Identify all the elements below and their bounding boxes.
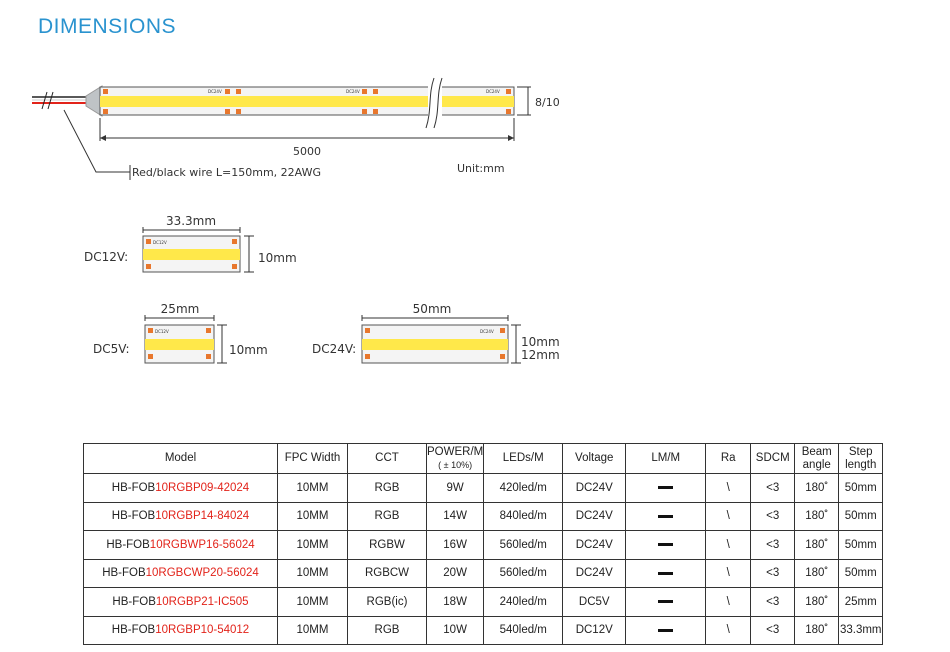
spec-table: Model FPC Width CCT POWER/M( ± 10%) LEDs… xyxy=(83,443,884,645)
dash-icon xyxy=(658,628,674,632)
wire-label: Red/black wire L=150mm, 22AWG xyxy=(132,166,321,179)
unit-label: Unit:mm xyxy=(457,162,505,175)
svg-text:DC24V: DC24V xyxy=(480,329,494,334)
page-title: DIMENSIONS xyxy=(38,15,177,38)
dc12v-voltage-label: DC12V: xyxy=(84,250,128,264)
table-row: HB-FOB10RGBP21-IC505 10MM RGB(ic) 18W 24… xyxy=(83,587,884,617)
dash-icon xyxy=(658,514,674,518)
table-row: HB-FOB10RGBWP16-56024 10MM RGBW 16W 560l… xyxy=(83,530,884,560)
dc12v-segment: 33.3mm DC12V DC12V: 10mm xyxy=(84,214,297,273)
table-row: HB-FOB10RGBP09-42024 10MM RGB 9W 420led/… xyxy=(83,473,884,503)
led-line xyxy=(100,96,514,107)
dc5v-voltage-label: DC5V: xyxy=(93,342,130,356)
header-fpc-width: FPC Width xyxy=(277,443,348,474)
strip-mark-2: DC24V xyxy=(346,89,360,94)
svg-text:DC12V: DC12V xyxy=(155,329,169,334)
table-header-row: Model FPC Width CCT POWER/M( ± 10%) LEDs… xyxy=(83,443,884,474)
model-cell: HB-FOB10RGBWP16-56024 xyxy=(83,530,278,560)
svg-text:DC12V: DC12V xyxy=(153,240,167,245)
header-leds: LEDs/M xyxy=(483,443,564,474)
dc5v-height-label: 10mm xyxy=(229,343,268,357)
dc12v-height-label: 10mm xyxy=(258,251,297,265)
strip-mark-1: DC24V xyxy=(208,89,222,94)
dc24v-height-label-b: 12mm xyxy=(521,348,560,362)
strip-length-label: 5000 xyxy=(293,145,321,158)
header-ra: Ra xyxy=(705,443,752,474)
dash-icon xyxy=(658,486,674,490)
model-cell: HB-FOB10RGBP10-54012 xyxy=(83,615,278,645)
wire-break-icon xyxy=(41,91,54,110)
header-model: Model xyxy=(83,443,278,474)
table-row: HB-FOB10RGBP14-84024 10MM RGB 14W 840led… xyxy=(83,501,884,531)
dc24v-height-label-a: 10mm xyxy=(521,335,560,349)
model-cell: HB-FOB10RGBP09-42024 xyxy=(83,473,278,503)
wire-callout-line xyxy=(63,109,130,173)
dc24v-voltage-label: DC24V: xyxy=(312,342,356,356)
dash-icon xyxy=(658,600,674,604)
main-strip-drawing: DC24V DC24V DC24V 8/10 5000 Red/black wi… xyxy=(32,77,560,180)
solder-pads xyxy=(103,89,511,114)
dash-icon xyxy=(658,543,674,547)
dc12v-length-label: 33.3mm xyxy=(166,214,216,228)
header-cct: CCT xyxy=(347,443,427,474)
header-lm: LM/M xyxy=(625,443,707,474)
strip-height-label: 8/10 xyxy=(535,96,560,109)
dc5v-segment: 25mm DC12V DC5V: 10mm xyxy=(93,302,268,364)
strip-mark-3: DC24V xyxy=(486,89,500,94)
wire-connector xyxy=(85,85,103,117)
table-row: HB-FOB10RGBCWP20-56024 10MM RGBCW 20W 56… xyxy=(83,558,884,588)
model-cell: HB-FOB10RGBP21-IC505 xyxy=(83,587,278,617)
dash-icon xyxy=(658,571,674,575)
dc24v-length-label: 50mm xyxy=(413,302,452,316)
header-voltage: Voltage xyxy=(562,443,627,474)
model-cell: HB-FOB10RGBP14-84024 xyxy=(83,501,278,531)
strip-break-icon xyxy=(425,77,443,129)
model-cell: HB-FOB10RGBCWP20-56024 xyxy=(83,558,278,588)
table-row: HB-FOB10RGBP10-54012 10MM RGB 10W 540led… xyxy=(83,615,884,645)
header-power: POWER/M( ± 10%) xyxy=(425,443,485,474)
header-sdcm: SDCM xyxy=(750,443,796,474)
dc5v-length-label: 25mm xyxy=(161,302,200,316)
dimension-diagram: DC24V DC24V DC24V 8/10 5000 Red/black wi… xyxy=(32,77,560,364)
dc24v-segment: 50mm DC24V DC24V: 10mm 12mm xyxy=(312,302,560,364)
